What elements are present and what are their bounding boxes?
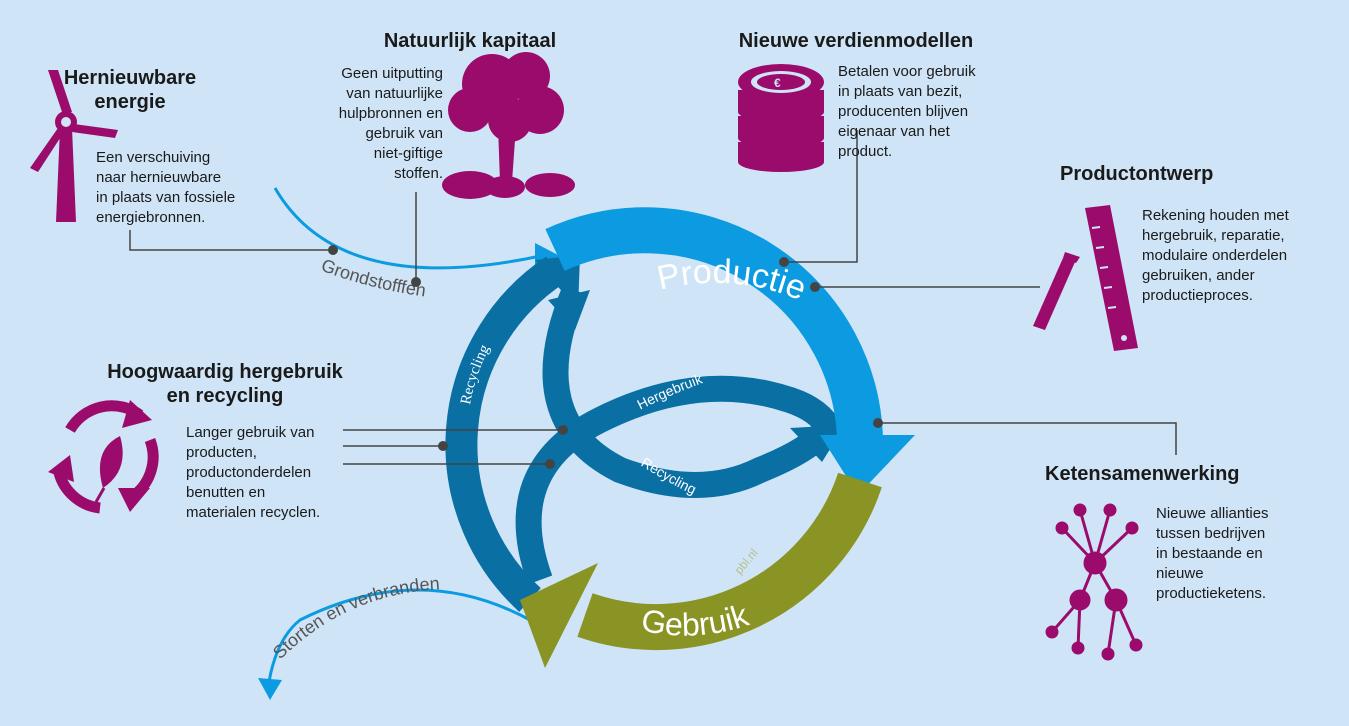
title-verdienmodellen: Nieuwe verdienmodellen — [738, 30, 974, 52]
title-natuurlijk: Natuurlijk kapitaal — [383, 30, 557, 52]
recycle-arrowheads — [48, 400, 152, 512]
connectors — [129, 130, 1177, 465]
title-ketensamenwerking: Ketensamenwerking — [1045, 463, 1240, 485]
text-natuurlijk: Geen uitputting van natuurlijke hulpbron… — [338, 65, 443, 182]
inner-loop-upper — [542, 284, 836, 498]
connector-hernieuwbare — [129, 230, 333, 251]
coins-icon: € — [738, 64, 824, 172]
title-hernieuwbare: Hernieuwbare energie — [63, 67, 197, 113]
text-productontwerp: Rekening houden met hergebruik, reparati… — [1142, 207, 1289, 304]
ruler-pencil-icon — [1033, 205, 1138, 351]
label-grondstoffen: Grondstofffen — [319, 255, 428, 300]
gebruik-arc — [577, 472, 882, 651]
connector-ketensamenwerking — [878, 422, 1177, 455]
ruler-ticks — [1091, 226, 1117, 309]
svg-text:€: € — [774, 76, 781, 90]
tree-icon — [442, 52, 575, 199]
storten-arrowhead — [258, 678, 282, 700]
inner-loop-start-arrow — [548, 290, 590, 330]
text-ketensamenwerking: Nieuwe allianties tussen bedrijven in be… — [1156, 505, 1269, 602]
text-verdienmodellen: Betalen voor gebruik in plaats van bezit… — [838, 63, 976, 160]
wind-turbine-icon — [30, 70, 118, 222]
title-hergebruik: Hoogwaardig hergebruik en recycling — [107, 361, 343, 407]
productie-arc — [545, 207, 883, 441]
grondstoffen-arc — [273, 187, 546, 270]
productie-arrowhead — [820, 435, 915, 495]
connector-verdienmodellen — [784, 130, 858, 263]
connector-dots — [328, 245, 883, 469]
title-productontwerp: Productontwerp — [1060, 163, 1214, 185]
text-hernieuwbare: Een verschuiving naar hernieuwbare in pl… — [96, 149, 236, 226]
label-storten: Storten en verbranden — [269, 573, 440, 663]
inner-loop-arrowhead — [790, 425, 845, 462]
storten-arc — [266, 588, 531, 689]
inner-loop-lower — [515, 375, 842, 585]
text-hergebruik: Langer gebruik van producten, productond… — [186, 424, 321, 521]
network-icon — [1045, 503, 1143, 661]
outer-recycling-arc — [445, 256, 564, 612]
gebruik-arrowhead — [520, 563, 598, 668]
watermark: pbl.nl — [732, 546, 761, 577]
